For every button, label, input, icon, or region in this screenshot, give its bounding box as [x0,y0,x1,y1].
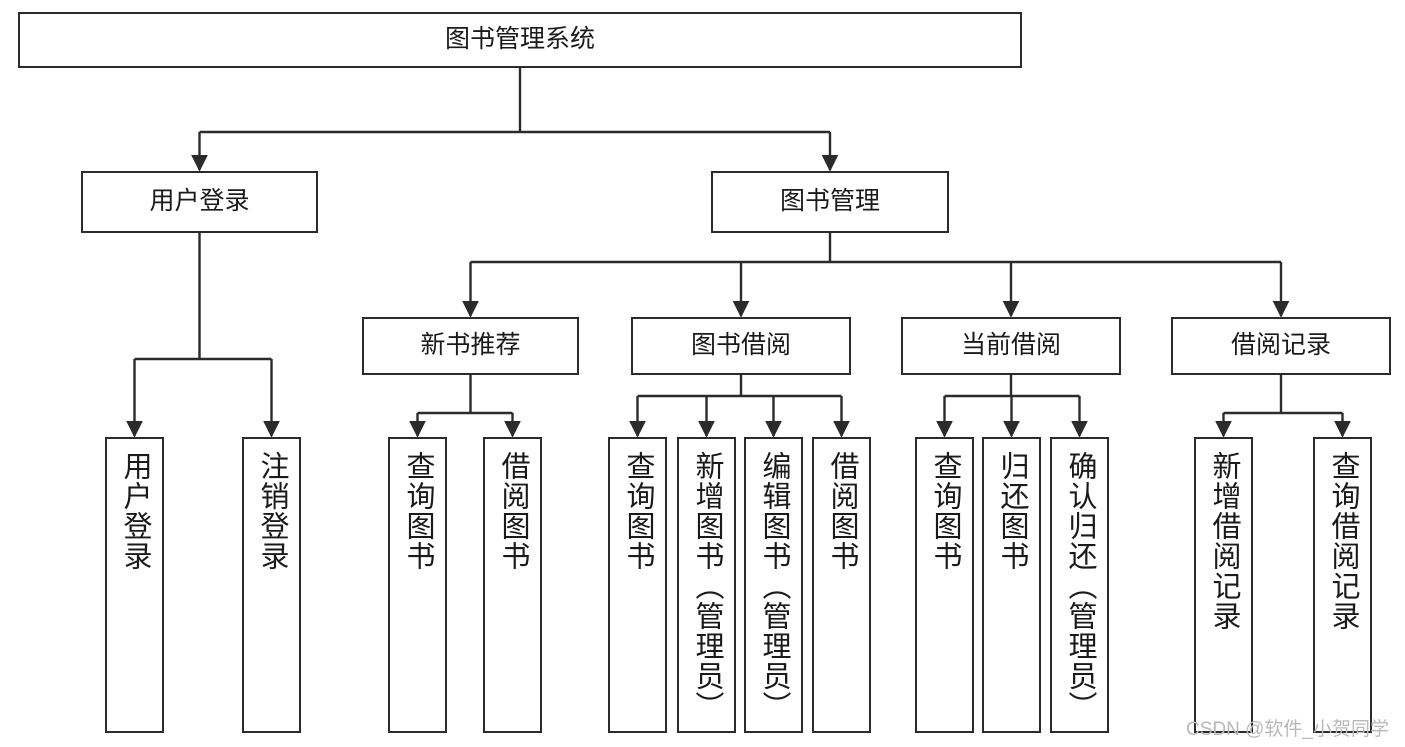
leaf-query-book-borrowing-label: 查询图书 [622,451,654,571]
leaf-query-book-current[interactable]: 查询图书 [915,437,974,733]
node-borrowing-records-label: 借阅记录 [1230,331,1331,360]
leaf-query-borrowing-record-label: 查询借阅记录 [1327,451,1359,631]
leaf-return-book[interactable]: 归还图书 [982,437,1041,733]
watermark: CSDN @软件_小贺同学 [1186,719,1389,740]
node-user-login-label: 用户登录 [149,187,250,216]
leaf-edit-book-label: 编辑图书（管理员） [758,451,790,721]
leaf-logout-label: 注销登录 [256,451,288,571]
node-book-management-label: 图书管理 [779,187,880,216]
leaf-borrow-book-label: 借阅图书 [826,451,858,571]
node-root[interactable]: 图书管理系统 [18,12,1022,68]
node-current-borrowing[interactable]: 当前借阅 [901,317,1121,375]
node-current-borrowing-label: 当前借阅 [960,331,1061,360]
leaf-edit-book[interactable]: 编辑图书（管理员） [744,437,803,733]
leaf-confirm-return-label: 确认归还（管理员） [1064,451,1096,721]
leaf-add-borrowing-record-label: 新增借阅记录 [1208,451,1240,631]
leaf-user-login-label: 用户登录 [119,451,151,571]
leaf-borrow-book-recommendation[interactable]: 借阅图书 [483,437,542,733]
node-root-label: 图书管理系统 [444,25,595,54]
leaf-confirm-return[interactable]: 确认归还（管理员） [1050,437,1109,733]
node-book-borrowing-label: 图书借阅 [690,331,791,360]
leaf-add-borrowing-record[interactable]: 新增借阅记录 [1194,437,1253,733]
leaf-return-book-label: 归还图书 [996,451,1028,571]
leaf-query-book-current-label: 查询图书 [929,451,961,571]
leaf-logout[interactable]: 注销登录 [242,437,301,733]
leaf-add-book-label: 新增图书（管理员） [691,451,723,721]
leaf-query-borrowing-record[interactable]: 查询借阅记录 [1313,437,1372,733]
leaf-query-book-recommendation[interactable]: 查询图书 [388,437,447,733]
leaf-query-book-recommendation-label: 查询图书 [402,451,434,571]
node-new-book-recommendation[interactable]: 新书推荐 [362,317,579,375]
leaf-borrow-book-recommendation-label: 借阅图书 [497,451,529,571]
node-book-management[interactable]: 图书管理 [711,171,949,233]
leaf-user-login[interactable]: 用户登录 [105,437,164,733]
node-borrowing-records[interactable]: 借阅记录 [1171,317,1391,375]
node-user-login[interactable]: 用户登录 [81,171,318,233]
node-book-borrowing[interactable]: 图书借阅 [631,317,851,375]
node-new-book-recommendation-label: 新书推荐 [420,331,521,360]
leaf-borrow-book[interactable]: 借阅图书 [812,437,871,733]
leaf-add-book[interactable]: 新增图书（管理员） [677,437,736,733]
leaf-query-book-borrowing[interactable]: 查询图书 [608,437,667,733]
